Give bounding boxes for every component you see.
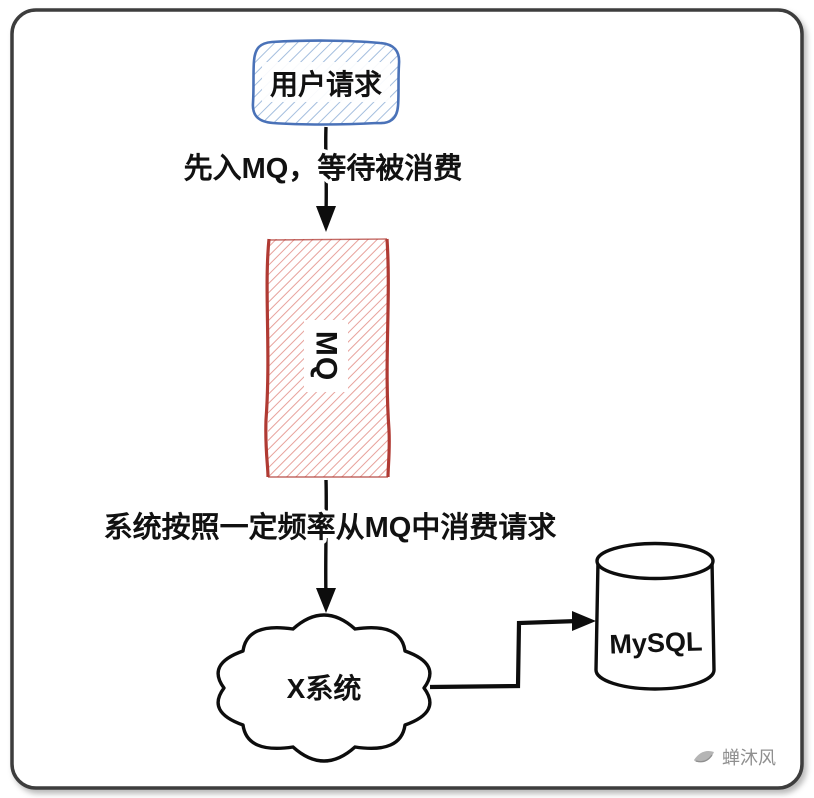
node-user-request: 用户请求 — [251, 39, 401, 126]
node-mq-queue: MQ — [264, 238, 391, 478]
user-request-label-pad — [262, 62, 390, 102]
x-system-cloud — [216, 613, 432, 763]
connector-shaft — [429, 618, 579, 690]
mysql-cylinder-body — [594, 560, 716, 691]
wind-leaf-icon — [694, 751, 714, 763]
node-mysql: MySQL — [594, 541, 716, 691]
arrow-mq-to-system-shaft — [324, 479, 328, 597]
watermark: 蝉沐风 — [694, 748, 776, 768]
arrow-user-to-mq-head — [316, 206, 336, 232]
mq-right-border — [385, 238, 391, 478]
arrow-mq-to-system — [316, 479, 336, 613]
arrow-mq-to-system-head — [316, 588, 336, 613]
mysql-label: MySQL — [609, 626, 703, 659]
edge-label-mq-to-system: 系统按照一定频率从MQ中消费请求 — [104, 510, 557, 544]
connector-system-to-mysql — [429, 611, 596, 690]
watermark-text: 蝉沐风 — [722, 748, 776, 768]
arrow-user-to-mq-shaft — [324, 126, 328, 215]
x-system-label: X系统 — [287, 672, 362, 704]
mq-label-pad — [304, 320, 348, 392]
edge-label-user-to-mq: 先入MQ，等待被消费 — [184, 151, 463, 185]
node-x-system: X系统 — [216, 613, 432, 763]
mq-left-border — [264, 238, 271, 478]
mysql-cylinder-top — [595, 541, 715, 581]
mq-top-border — [268, 238, 388, 241]
connector-arrowhead — [572, 611, 596, 631]
user-request-label: 用户请求 — [270, 68, 382, 100]
mq-label: MQ — [310, 331, 343, 381]
arrow-user-to-mq — [316, 126, 336, 232]
